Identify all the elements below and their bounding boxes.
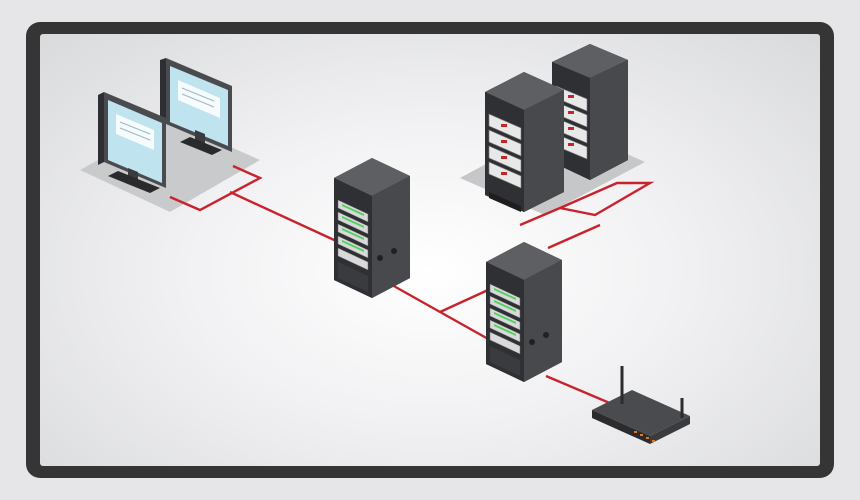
cable-workstations-to-core (229, 190, 346, 247)
cable-branch-left (439, 288, 489, 314)
cable-distribution-to-storage (547, 223, 601, 250)
network-diagram (80, 44, 690, 444)
diagram-frame (26, 22, 834, 478)
cable-workstations (169, 164, 263, 212)
diagram-canvas (40, 34, 820, 466)
cables (169, 164, 655, 406)
desktop-monitor-icon[interactable] (98, 92, 166, 193)
storage-rack-icon[interactable] (485, 72, 564, 212)
desktop-monitor-icon[interactable] (160, 58, 232, 155)
server-rack-icon[interactable] (486, 242, 562, 382)
cable-distribution-to-router (545, 374, 613, 406)
wifi-router-icon[interactable] (592, 366, 690, 444)
server-rack-icon[interactable] (334, 158, 410, 298)
cable-storage-loop (519, 181, 655, 227)
